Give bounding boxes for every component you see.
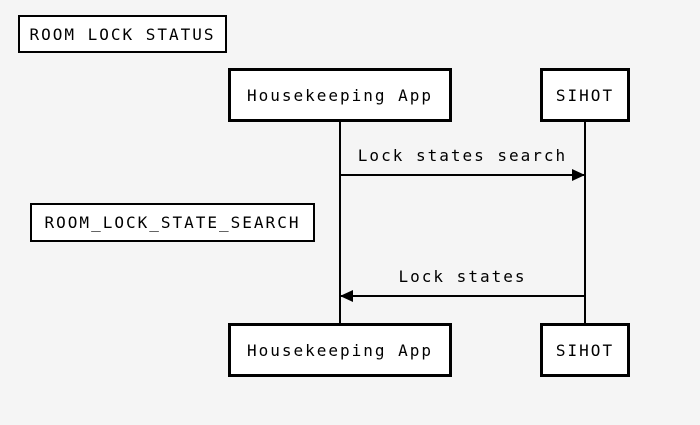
operation-label: ROOM_LOCK_STATE_SEARCH [44, 213, 301, 232]
lifeline-housekeeping [339, 122, 341, 323]
participant-box-sihot-bottom: SIHOT [540, 323, 630, 377]
lifeline-sihot [584, 122, 586, 323]
operation-label-box: ROOM_LOCK_STATE_SEARCH [30, 203, 315, 242]
participant-box-sihot-top: SIHOT [540, 68, 630, 122]
message-label-lock-states: Lock states [398, 267, 527, 286]
diagram-title-box: ROOM LOCK STATUS [18, 15, 227, 53]
message-line-lock-states [340, 295, 585, 297]
participant-label-housekeeping: Housekeeping App [246, 85, 434, 105]
participant-label-housekeeping-bottom: Housekeeping App [246, 340, 434, 360]
message-line-lock-states-search [340, 174, 585, 176]
participant-label-sihot: SIHOT [555, 85, 615, 105]
diagram-title: ROOM LOCK STATUS [29, 24, 216, 44]
participant-box-housekeeping-bottom: Housekeeping App [228, 323, 452, 377]
participant-box-housekeeping-top: Housekeeping App [228, 68, 452, 122]
arrowhead-right-icon [572, 169, 585, 181]
participant-label-sihot-bottom: SIHOT [555, 340, 615, 360]
message-label-lock-states-search: Lock states search [357, 146, 568, 165]
arrowhead-left-icon [340, 290, 353, 302]
